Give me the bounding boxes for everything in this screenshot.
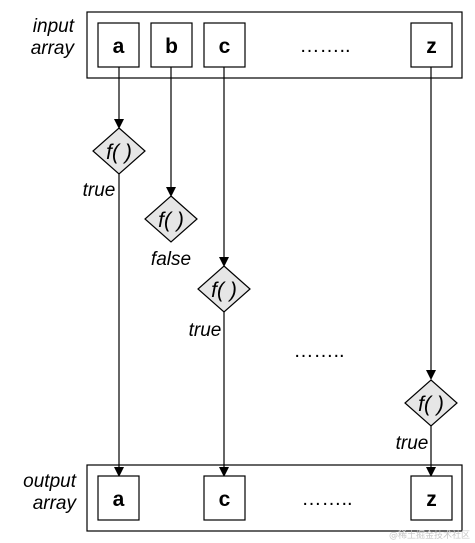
- output-array-container: [86, 464, 463, 532]
- output-cell-z-box: [410, 475, 453, 521]
- output-ellipsis: ……..: [301, 488, 352, 510]
- function-label-2: f( ): [158, 209, 184, 232]
- middle-ellipsis: ……..: [293, 340, 344, 362]
- input-cell-z-box: [410, 22, 453, 68]
- function-label-4: f( ): [418, 393, 444, 416]
- input-cell-c: c: [219, 35, 231, 58]
- input-array-container: [86, 11, 463, 79]
- result-label-1: true: [83, 180, 116, 201]
- input-cell-z: z: [426, 35, 437, 58]
- result-label-4: true: [396, 433, 429, 454]
- input-array-label-line1: input: [33, 16, 75, 37]
- output-cell-c: c: [219, 488, 231, 511]
- output-array-label-line2: array: [33, 493, 78, 514]
- input-cell-b-box: [150, 22, 193, 68]
- result-label-3: true: [189, 320, 222, 341]
- output-cell-a: a: [113, 488, 125, 511]
- output-cell-z: z: [426, 488, 437, 511]
- input-cell-a: a: [113, 35, 125, 58]
- input-array-label-line2: array: [31, 38, 76, 59]
- function-node-4: f( ): [404, 379, 458, 427]
- input-cell-a-box: [97, 22, 140, 68]
- input-ellipsis: ……..: [299, 35, 350, 57]
- watermark-text: @稀土掘金技术社区: [389, 529, 470, 541]
- output-array-label-line1: output: [23, 471, 77, 492]
- input-cell-b: b: [165, 35, 178, 58]
- function-label-3: f( ): [211, 279, 237, 302]
- function-node-2: f( ): [144, 195, 198, 243]
- function-label-1: f( ): [106, 141, 132, 164]
- function-node-1: f( ): [92, 127, 146, 175]
- function-node-3: f( ): [197, 265, 251, 313]
- output-cell-a-box: [97, 475, 140, 521]
- output-cell-c-box: [203, 475, 246, 521]
- result-label-2: false: [151, 249, 191, 270]
